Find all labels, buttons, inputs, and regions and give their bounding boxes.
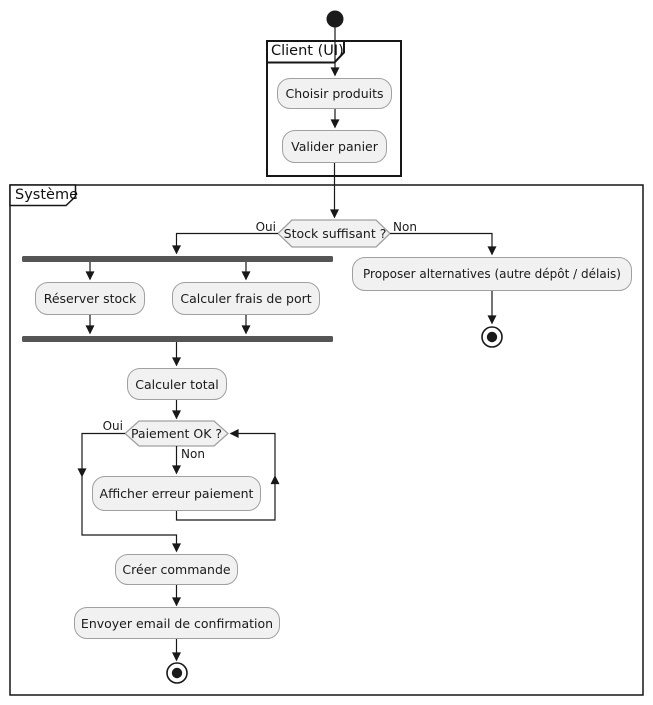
activity-choisir-produits: Choisir produits (277, 78, 392, 109)
edge-stock-non-to-proposer (390, 232, 497, 256)
activity-reserver-stock: Réserver stock (35, 282, 145, 315)
activity-creer-commande: Créer commande (115, 554, 238, 585)
edge-erreur-loop-up (175, 475, 280, 521)
fork-bar (22, 256, 333, 262)
end-node-main (166, 662, 188, 684)
activity-calculer-total: Calculer total (127, 368, 227, 400)
edge-loop-to-paiement (229, 429, 276, 476)
activity-afficher-erreur-paiement: Afficher erreur paiement (92, 476, 261, 511)
join-bar (22, 336, 333, 342)
activity-envoyer-email: Envoyer email de confirmation (74, 607, 280, 639)
partition-client-label: Client (UI) (271, 43, 344, 59)
edge-stock-oui-to-fork (172, 232, 278, 255)
edge-paiement-oui-down (77, 432, 125, 478)
decision-stock-label: Stock suffisant ? (283, 226, 387, 241)
activity-proposer-alternatives: Proposer alternatives (autre dépôt / dél… (352, 257, 632, 291)
guard-stock-non: Non (393, 220, 417, 234)
activity-valider-panier: Valider panier (282, 130, 387, 163)
partition-system-frame (9, 184, 644, 696)
edge-oui-to-commande (81, 476, 181, 553)
partition-system-tab (9, 184, 77, 207)
guard-paiement-non: Non (181, 447, 205, 461)
partition-system-label: Système (15, 187, 78, 203)
start-node (326, 10, 344, 28)
decision-paiement-shape (124, 420, 229, 447)
end-node-alt (481, 326, 503, 348)
guard-stock-oui: Oui (255, 220, 276, 234)
guard-paiement-oui: Oui (102, 419, 123, 433)
partition-client-tab (266, 40, 345, 64)
activity-calculer-frais-de-port: Calculer frais de port (172, 282, 320, 315)
decision-paiement-label: Paiement OK ? (130, 426, 223, 441)
